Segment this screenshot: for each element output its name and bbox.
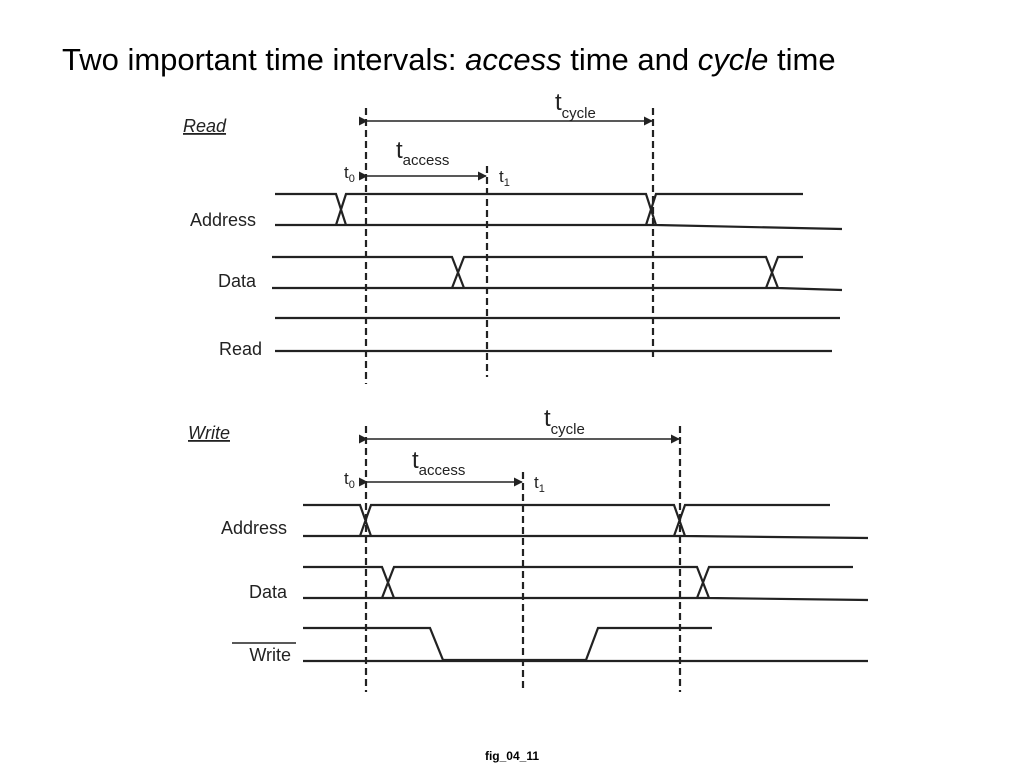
write-t1-base: t <box>534 473 539 492</box>
read-t1-sub: 1 <box>504 177 510 189</box>
read-t0-sub: 0 <box>349 173 355 185</box>
read-heading: Read <box>183 116 227 136</box>
write-cycle-sub: cycle <box>551 421 585 438</box>
read-cycle-label: tcycle <box>555 89 596 122</box>
write-t1-sub: 1 <box>539 483 545 495</box>
read-cycle-sub: cycle <box>562 105 596 122</box>
write-data-waveform <box>303 565 869 602</box>
figure-caption: fig_04_11 <box>484 749 540 763</box>
slide-title: Two important time intervals: access tim… <box>62 42 836 78</box>
write-control-label: Write <box>249 645 291 665</box>
write-t0-base: t <box>344 469 349 488</box>
write-access-label: taccess <box>412 447 465 479</box>
title-part2: time and <box>561 42 698 77</box>
write-address-waveform <box>303 503 869 540</box>
read-data-label: Data <box>218 271 257 291</box>
title-part1: Two important time intervals: <box>62 42 466 77</box>
write-t1-label: t1 <box>534 473 545 495</box>
read-address-label: Address <box>190 210 256 230</box>
read-t0-base: t <box>344 163 349 182</box>
title-access-word: access <box>465 42 562 77</box>
read-t1-label: t1 <box>499 167 510 189</box>
read-t0-label: t0 <box>344 163 355 185</box>
read-control-line <box>275 316 840 353</box>
read-address-waveform <box>275 192 843 231</box>
read-control-label: Read <box>219 339 262 359</box>
read-access-label: taccess <box>396 137 449 169</box>
read-access-sub: access <box>403 152 450 169</box>
write-address-label: Address <box>221 518 287 538</box>
read-timing-group <box>272 108 843 384</box>
write-cycle-base: t <box>544 405 551 432</box>
write-access-base: t <box>412 447 419 474</box>
write-access-sub: access <box>419 462 466 479</box>
write-cycle-label: tcycle <box>544 405 585 438</box>
read-data-waveform <box>272 255 843 292</box>
write-timing-group <box>303 426 869 692</box>
title-part3: time <box>768 42 836 77</box>
write-t0-sub: 0 <box>349 479 355 491</box>
read-t1-base: t <box>499 167 504 186</box>
title-cycle-word: cycle <box>697 42 769 77</box>
write-control-line <box>303 626 868 663</box>
write-t0-label: t0 <box>344 469 355 491</box>
read-access-base: t <box>396 137 403 164</box>
write-heading: Write <box>188 423 230 443</box>
write-data-label: Data <box>249 582 288 602</box>
read-cycle-base: t <box>555 89 562 116</box>
